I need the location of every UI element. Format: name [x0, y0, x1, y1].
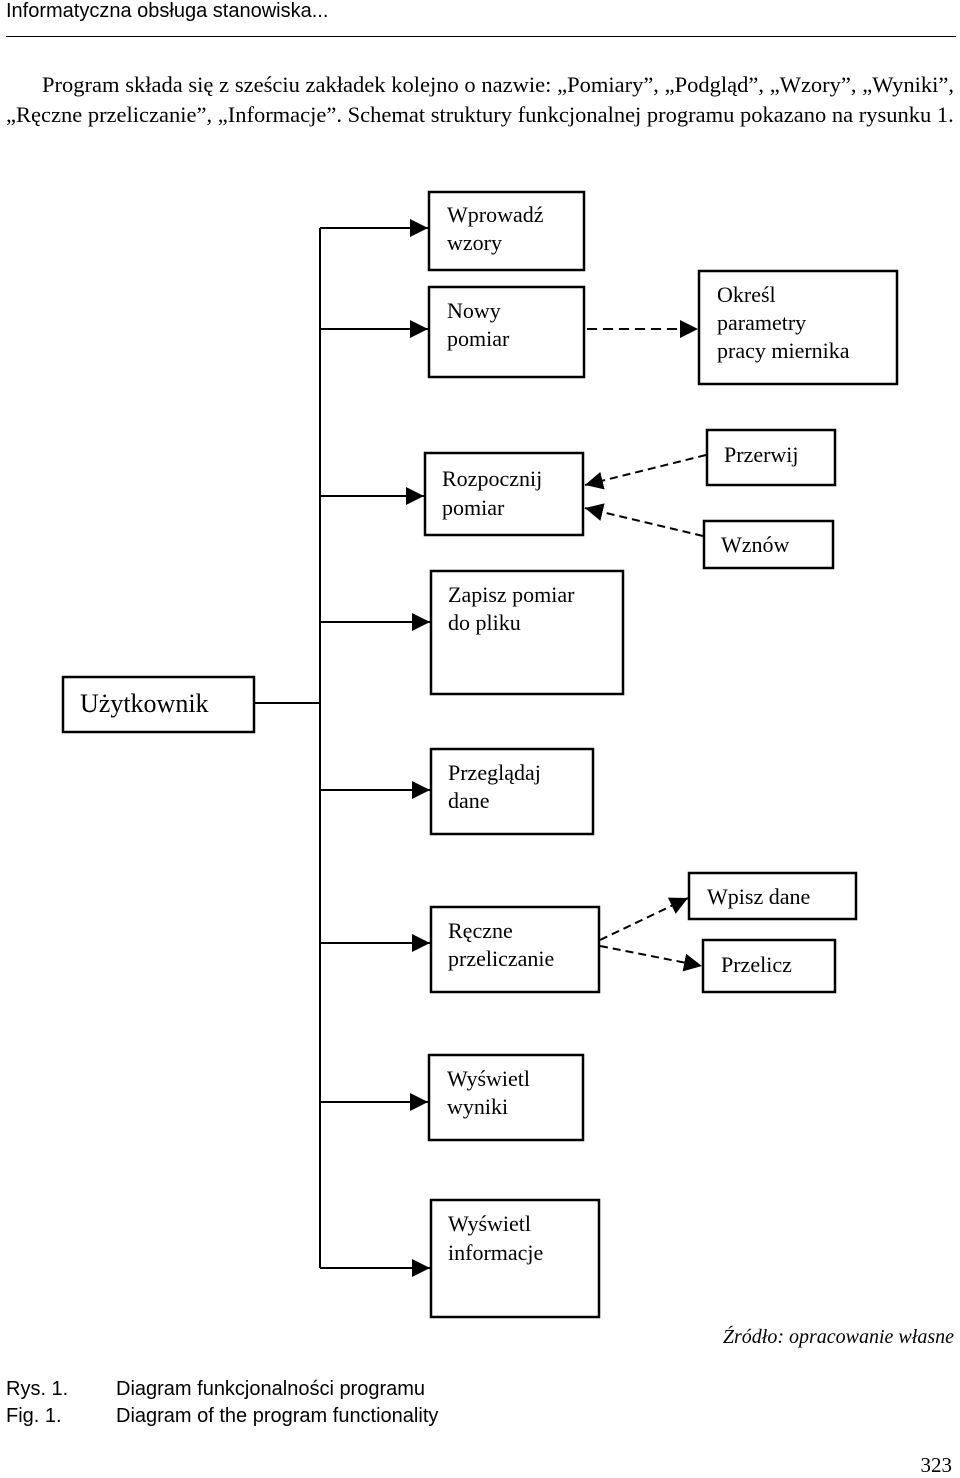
- running-header: Informatyczna obsługa stanowiska...: [6, 0, 329, 22]
- svg-text:Nowy: Nowy: [447, 298, 501, 323]
- svg-text:do pliku: do pliku: [448, 610, 521, 635]
- box-przelicz: Przelicz: [701, 938, 837, 994]
- source-note: Źródło: opracowanie własne: [722, 1326, 954, 1348]
- box-wznow: Wznów: [702, 519, 835, 570]
- box-wyswietl-wyniki: Wyświetl wyniki: [427, 1053, 585, 1142]
- svg-text:Rozpocznij: Rozpocznij: [442, 466, 542, 491]
- svg-text:Wznów: Wznów: [721, 532, 790, 557]
- box-wprowadz-wzory: Wprowadź wzory: [427, 190, 586, 272]
- svg-text:Wpisz dane: Wpisz dane: [707, 884, 810, 909]
- box-rozpocznij-pomiar: Rozpocznij pomiar: [423, 451, 585, 537]
- svg-text:pracy miernika: pracy miernika: [717, 338, 850, 363]
- svg-text:informacje: informacje: [448, 1240, 543, 1265]
- svg-text:Zapisz pomiar: Zapisz pomiar: [448, 582, 575, 607]
- svg-text:Ręczne: Ręczne: [448, 918, 513, 943]
- svg-text:Użytkownik: Użytkownik: [80, 689, 209, 718]
- box-przerwij: Przerwij: [705, 428, 837, 487]
- svg-text:wyniki: wyniki: [447, 1094, 508, 1119]
- caption-en-label: Fig. 1.: [6, 1405, 62, 1427]
- svg-text:pomiar: pomiar: [442, 495, 505, 520]
- svg-text:Określ: Określ: [717, 282, 776, 307]
- svg-text:Wprowadź: Wprowadź: [447, 202, 544, 227]
- svg-text:Wyświetl: Wyświetl: [447, 1066, 530, 1091]
- dashed-arrow-przerwij: [584, 454, 707, 490]
- box-nowy-pomiar: Nowy pomiar: [427, 285, 586, 379]
- box-wyswietl-informacje: Wyświetl informacje: [429, 1198, 601, 1319]
- svg-text:pomiar: pomiar: [447, 326, 510, 351]
- dashed-arrow-przelicz: [599, 945, 703, 972]
- intro-paragraph: Program składa się z sześciu zakładek ko…: [6, 72, 954, 127]
- svg-text:dane: dane: [448, 788, 490, 813]
- box-przegladaj-dane: Przeglądaj dane: [429, 747, 595, 836]
- box-zapisz-pomiar: Zapisz pomiar do pliku: [429, 569, 625, 696]
- box-okresl-parametry: Określ parametry pracy miernika: [697, 269, 899, 386]
- actor-box: Użytkownik: [61, 675, 256, 734]
- svg-text:Przerwij: Przerwij: [724, 442, 799, 467]
- page-number: 323: [920, 1453, 953, 1477]
- svg-text:wzory: wzory: [447, 230, 502, 255]
- svg-text:przeliczanie: przeliczanie: [448, 946, 554, 971]
- svg-text:Przeglądaj: Przeglądaj: [448, 760, 541, 785]
- box-wpisz-dane: Wpisz dane: [687, 871, 858, 921]
- header-rule: [6, 36, 956, 37]
- caption-pl-text: Diagram funkcjonalności programu: [116, 1378, 426, 1400]
- svg-text:parametry: parametry: [717, 310, 806, 335]
- caption-pl-label: Rys. 1.: [6, 1378, 69, 1400]
- dashed-arrow-wpisz-dane: [599, 897, 689, 941]
- dashed-arrow-wznow: [584, 503, 704, 537]
- box-reczne-przeliczanie: Ręczne przeliczanie: [429, 905, 601, 994]
- svg-text:Przelicz: Przelicz: [721, 952, 792, 977]
- caption-en-text: Diagram of the program functionality: [116, 1405, 439, 1427]
- svg-text:Wyświetl: Wyświetl: [448, 1211, 531, 1236]
